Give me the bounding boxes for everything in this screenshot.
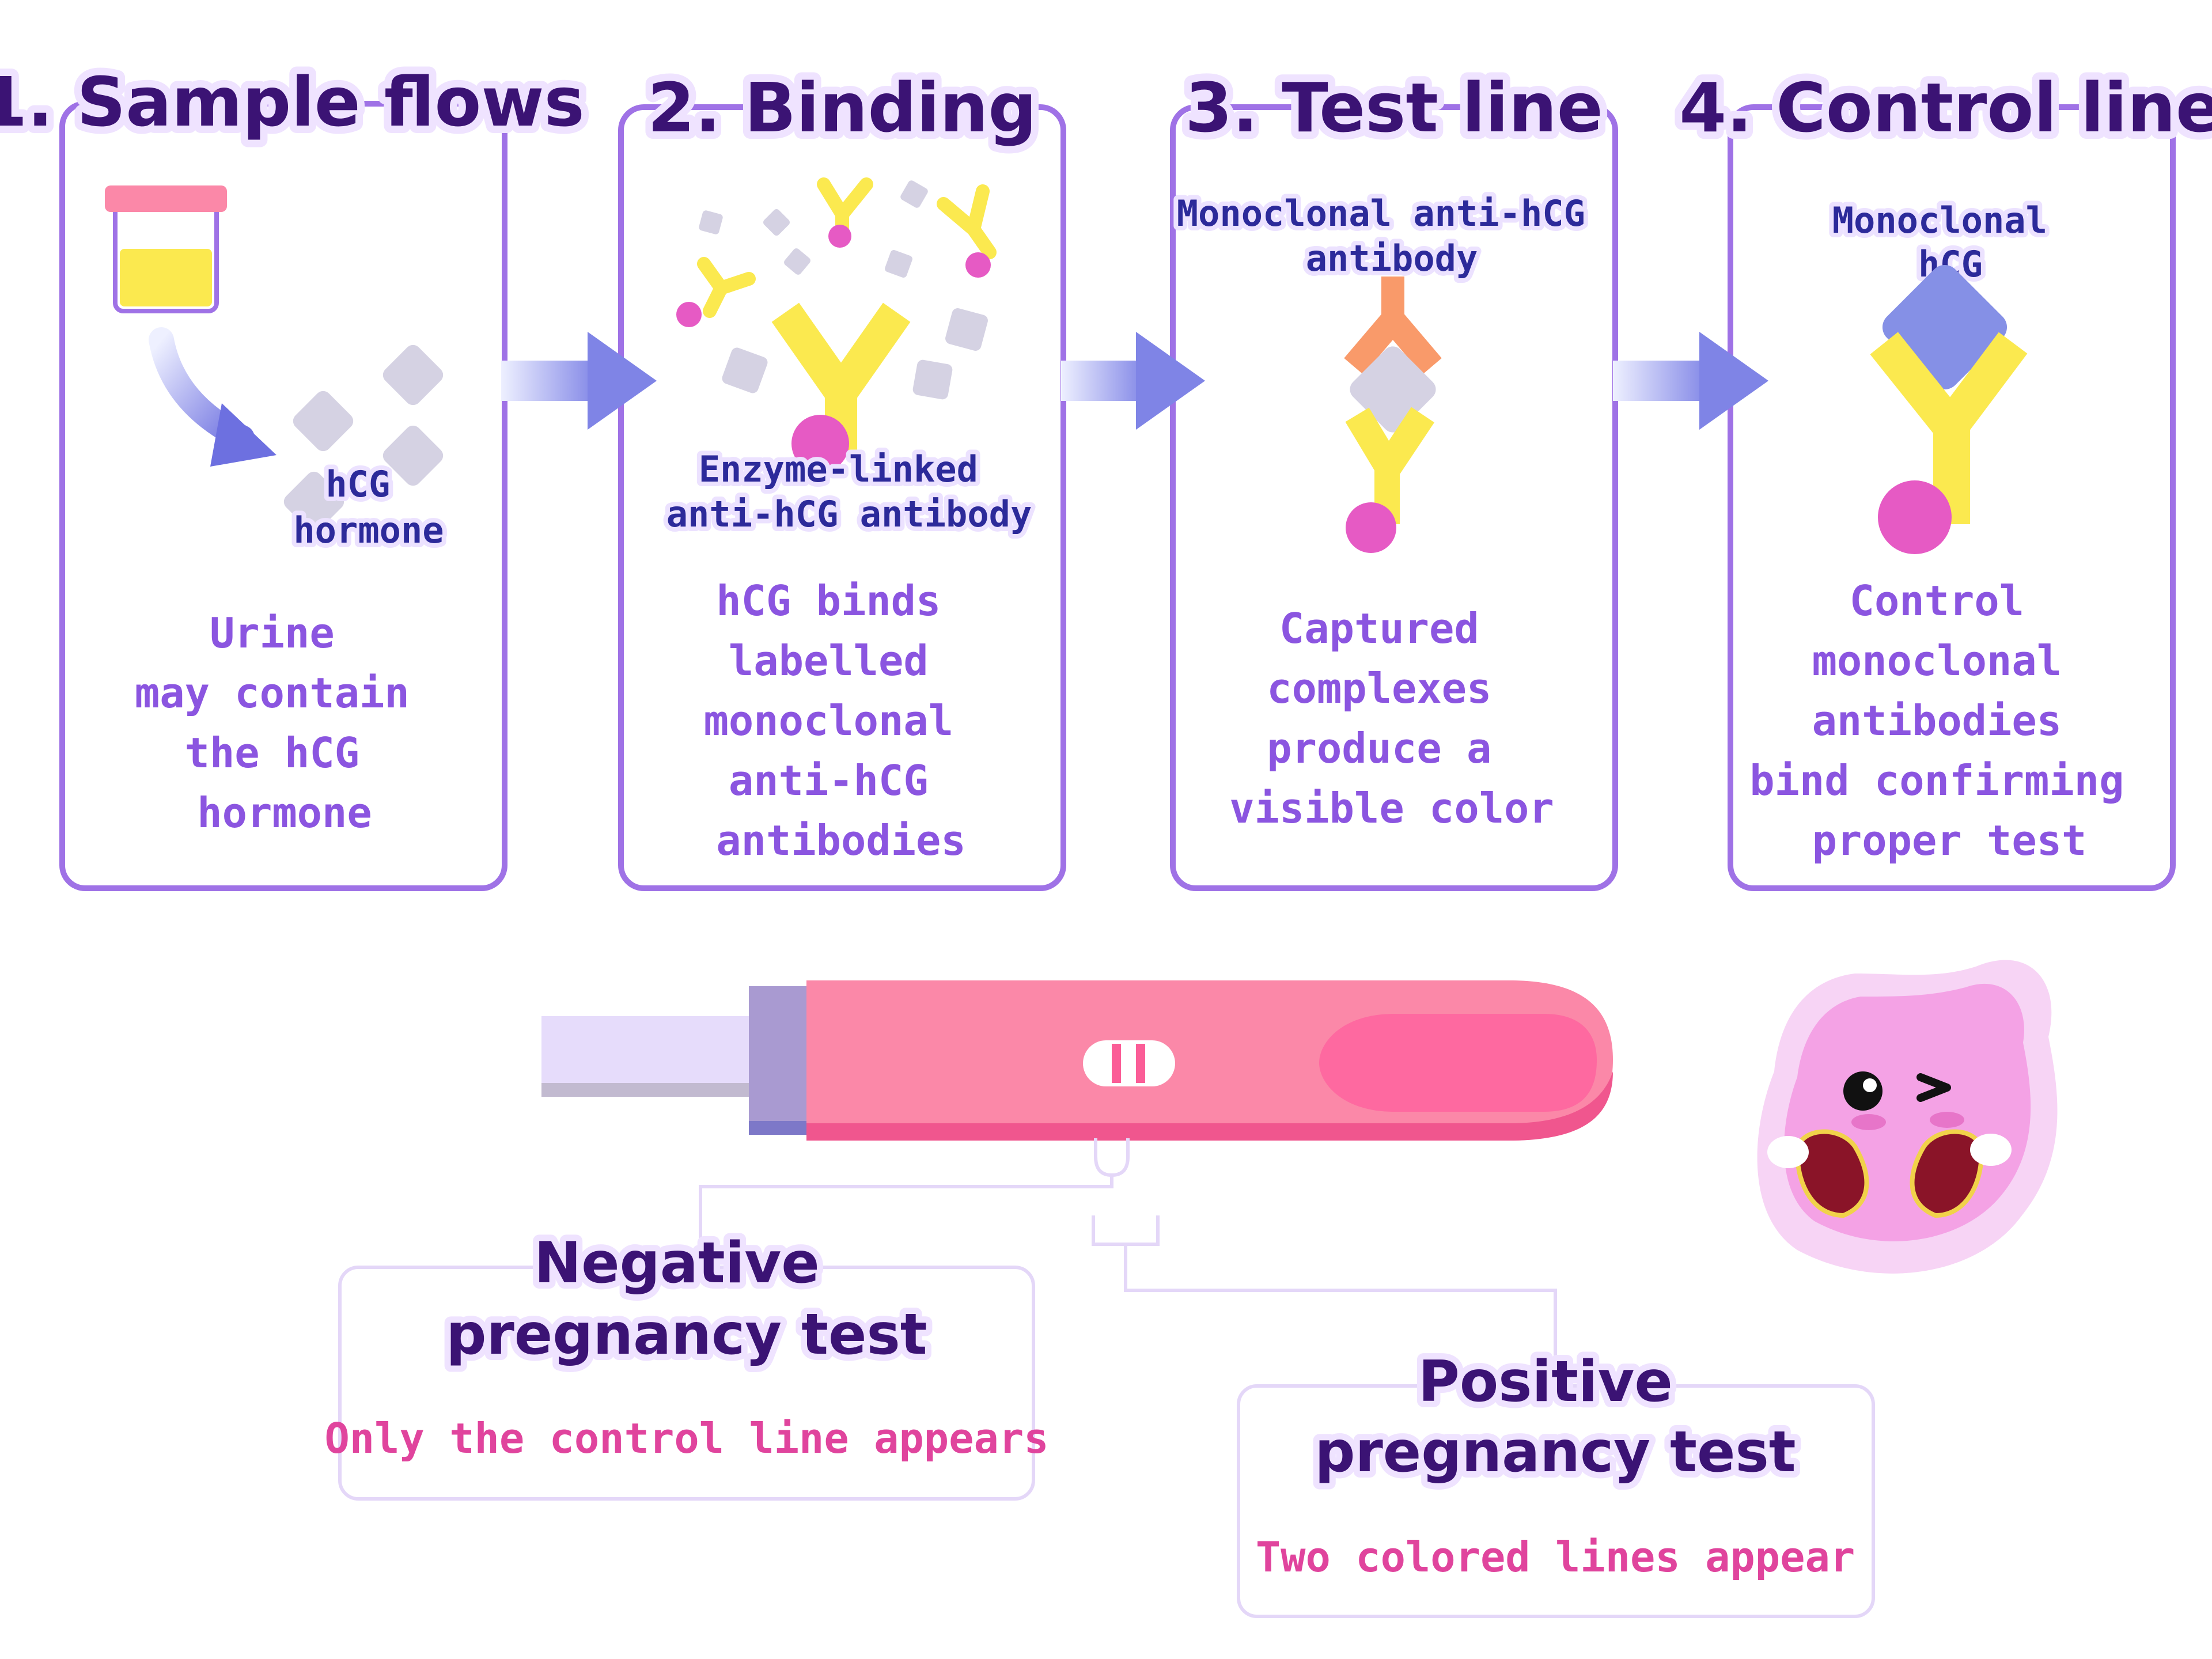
test-grip-area [1319,1014,1597,1112]
step-3-description: Captured complexes produce a visible col… [1229,604,1554,832]
capture-antibody-orange [1344,276,1442,375]
urine-cup-icon [105,185,227,313]
negative-result-title: Negative pregnancy test [446,1230,927,1368]
enzyme-linked-antibody-small-1 [676,257,756,327]
enzyme-linked-antibody-label: Enzyme-linked anti-hCG antibody [666,448,1032,535]
free-hcg-molecules [699,180,988,400]
bound-labelled-antibody [1345,407,1434,553]
flow-arrow-2 [1061,332,1205,430]
step-1-title: 1. Sample flows [0,62,585,142]
positive-result-description: Two colored lines appear [1256,1533,1855,1581]
winking-mascot-icon [1757,960,2058,1274]
negative-result-description: Only the control line appears [324,1414,1048,1463]
test-line-indicator [1112,1044,1121,1083]
hcg-hormone-label: hCG hormone [293,463,444,551]
control-antibody [1870,332,2028,554]
flow-curve-arrow-head [210,403,276,467]
test-cap-band [749,986,806,1135]
negative-result-box [338,1266,1035,1501]
positive-result-box [1237,1384,1875,1618]
step-2-box [618,104,1066,891]
step-2-description: hCG binds labelled monoclonal anti-hCG a… [704,577,979,865]
monoclonal-anti-hcg-label: Monoclonal anti-hCG antibody [1177,192,1607,279]
test-result-window [1083,1040,1175,1086]
enzyme-linked-antibody-small-3 [937,184,997,278]
enzyme-linked-antibody-small-2 [817,177,873,248]
step-4-description: Control monoclonal antibodies bind confi… [1749,577,2149,865]
flow-arrow-1 [501,332,657,430]
hcg-hormone-molecules [283,344,444,532]
step-2-title: 2. Binding [647,68,1037,147]
step-1-description: Urine may contain the hCG hormone [135,609,434,837]
positive-result-title: Positive pregnancy test [1315,1349,1796,1485]
flow-arrow-3 [1613,332,1768,430]
enzyme-linked-antibody-large [771,302,911,472]
result-connectors [699,1138,1557,1382]
step-4-title: 4. Control line [1679,68,2212,147]
pregnancy-test-stick [541,980,1613,1141]
control-line-indicator [1136,1044,1145,1083]
step-3-title: 3. Test line [1185,68,1603,147]
